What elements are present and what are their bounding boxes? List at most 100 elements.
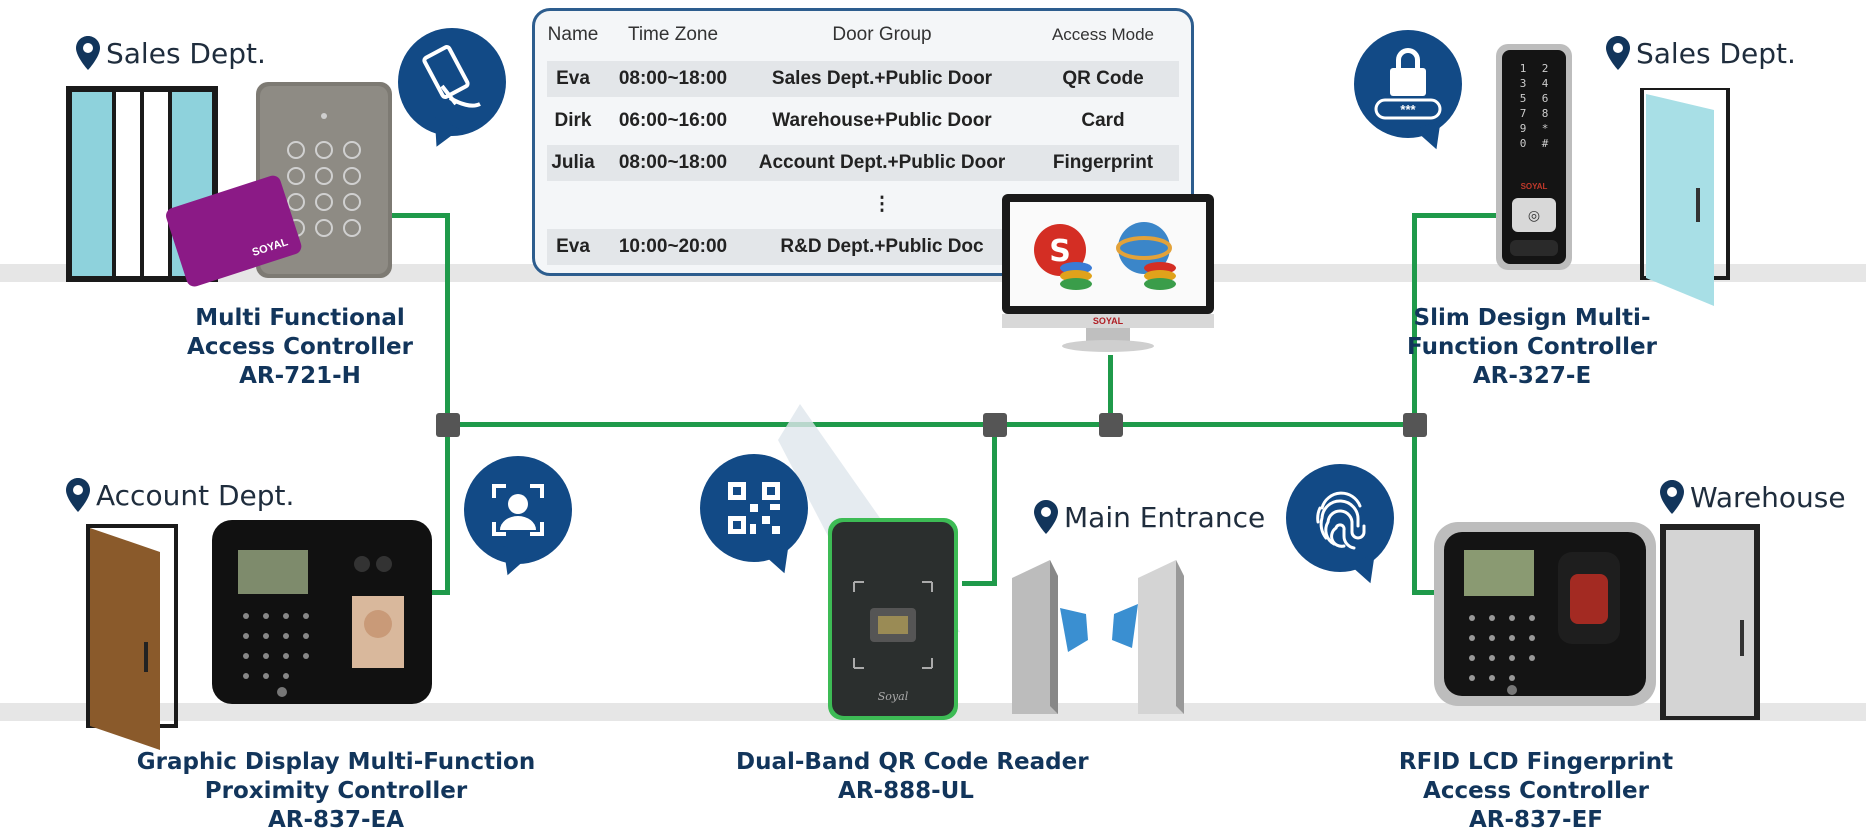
key: 1: [1519, 62, 1527, 75]
key: 2: [1541, 62, 1549, 75]
table-row: Julia 08:00~18:00 Account Dept.+Public D…: [547, 145, 1179, 181]
wire-ar888-vertical: [992, 425, 997, 585]
cell-name: Dirk: [554, 110, 592, 131]
cell-doorgroup: R&D Dept.+Public Doc: [780, 236, 984, 257]
metal-door: [1660, 524, 1760, 720]
wire-ar721-horizontal: [392, 213, 448, 218]
location-sales-left: Sales Dept.: [76, 36, 266, 70]
location-warehouse: Warehouse: [1660, 480, 1846, 514]
turnstile-gate: [1008, 556, 1188, 716]
cell-accessmode: Card: [1081, 110, 1125, 131]
location-label: Sales Dept.: [106, 36, 266, 70]
key: 5: [1519, 92, 1527, 105]
col-doorgroup-header: Door Group: [832, 24, 932, 45]
location-sales-right: Sales Dept.: [1606, 36, 1796, 70]
key: 6: [1541, 92, 1549, 105]
wire-ar837ef-vertical: [1412, 425, 1417, 595]
cell-name: Eva: [556, 68, 590, 89]
location-pin-icon: [66, 478, 90, 512]
location-label: Account Dept.: [96, 478, 295, 512]
label-line: Access Controller: [1423, 778, 1649, 804]
ar888-device: Soyal: [828, 518, 958, 720]
password-badge: ***: [1400, 102, 1416, 117]
fingerprint-bubble: [1286, 464, 1394, 589]
location-label: Warehouse: [1690, 480, 1846, 514]
password-lock-bubble: ***: [1354, 30, 1462, 155]
cell-name: [547, 187, 599, 223]
label-line: Multi Functional: [195, 305, 405, 331]
card-swipe-icon: [422, 45, 481, 108]
label-line: Dual-Band QR Code Reader: [736, 749, 1089, 775]
key: 4: [1541, 77, 1549, 90]
wire-ar837ea-vertical: [445, 425, 450, 595]
location-pin-icon: [1606, 36, 1630, 70]
cell-doorgroup: Account Dept.+Public Door: [758, 152, 1006, 173]
reader-logo: Soyal: [877, 690, 909, 703]
wire-pc-vertical: [1108, 355, 1113, 425]
wire-ar837ef-horizontal: [1412, 590, 1444, 595]
wire-ar327-horizontal: [1412, 213, 1502, 218]
table-header: Name Time Zone Door Group Access Mode: [547, 17, 1179, 53]
label-line: Function Controller: [1407, 334, 1657, 360]
monitor-logo: SOYAL: [1092, 316, 1124, 326]
qr-code-icon: [728, 482, 780, 534]
key: 9: [1519, 122, 1527, 135]
device-logo: SOYAL: [1520, 182, 1548, 191]
label-ar888: Dual-Band QR Code Reader AR-888-UL: [736, 748, 1089, 806]
wire-ar327-vertical: [1412, 215, 1417, 425]
key: 8: [1541, 107, 1549, 120]
card-swipe-bubble: [398, 28, 506, 153]
key: 3: [1519, 77, 1527, 90]
cell-name: Eva: [556, 236, 590, 257]
col-accessmode-header: Access Mode: [1051, 25, 1155, 44]
label-line: AR-327-E: [1472, 363, 1592, 389]
label-line: AR-721-H: [239, 363, 361, 389]
table-row: ⋮: [547, 187, 1179, 223]
face-recognition-icon: [492, 484, 544, 536]
location-account: Account Dept.: [66, 478, 294, 512]
label-line: Graphic Display Multi-Function: [136, 749, 536, 775]
location-label: Main Entrance: [1064, 500, 1266, 534]
wire-ar888-horizontal: [962, 581, 997, 586]
cell-timezone: 08:00~18:00: [618, 68, 728, 89]
label-line: RFID LCD Fingerprint: [1398, 749, 1674, 775]
pc-monitor: S SOYAL: [998, 192, 1218, 356]
cell-doorgroup: Warehouse+Public Door: [772, 110, 992, 131]
label-line: Proximity Controller: [204, 778, 468, 804]
key: 7: [1519, 107, 1527, 120]
cell-timezone: 06:00~16:00: [618, 110, 728, 131]
key: 0: [1519, 137, 1527, 150]
label-line: Slim Design Multi-: [1413, 305, 1651, 331]
location-main-entrance: Main Entrance: [1034, 500, 1265, 534]
col-timezone-header: Time Zone: [627, 24, 719, 45]
tee-connector-pc: [1099, 413, 1123, 437]
label-line: Access Controller: [187, 334, 413, 360]
svg-text:S: S: [1049, 234, 1071, 269]
location-pin-icon: [76, 36, 100, 70]
label-line: AR-888-UL: [838, 778, 974, 804]
tee-connector-left: [436, 413, 460, 437]
cell-accessmode: QR Code: [1062, 68, 1144, 89]
wooden-door: [86, 522, 184, 752]
ar837ef-device: [1434, 522, 1656, 706]
location-label: Sales Dept.: [1636, 36, 1796, 70]
key: *: [1541, 122, 1549, 135]
cell-timezone: 08:00~18:00: [618, 152, 728, 173]
wire-ar721-vertical: [445, 213, 450, 425]
card-logo: SOYAL: [250, 236, 290, 260]
label-line: AR-837-EA: [267, 807, 405, 833]
tee-connector-center: [983, 413, 1007, 437]
cell-doorgroup: Sales Dept.+Public Door: [771, 68, 993, 89]
cell-name: Julia: [551, 152, 595, 173]
tee-connector-right: [1403, 413, 1427, 437]
label-ar837ef: RFID LCD Fingerprint Access Controller A…: [1386, 748, 1686, 835]
location-pin-icon: [1034, 500, 1058, 534]
cell-accessmode: Fingerprint: [1052, 152, 1154, 173]
cell-ellipsis: ⋮: [872, 194, 892, 215]
label-ar721: Multi Functional Access Controller AR-72…: [180, 304, 420, 391]
cell-timezone: [609, 187, 737, 223]
location-pin-icon: [1660, 480, 1684, 514]
table-row: Eva 08:00~18:00 Sales Dept.+Public Door …: [547, 61, 1179, 97]
